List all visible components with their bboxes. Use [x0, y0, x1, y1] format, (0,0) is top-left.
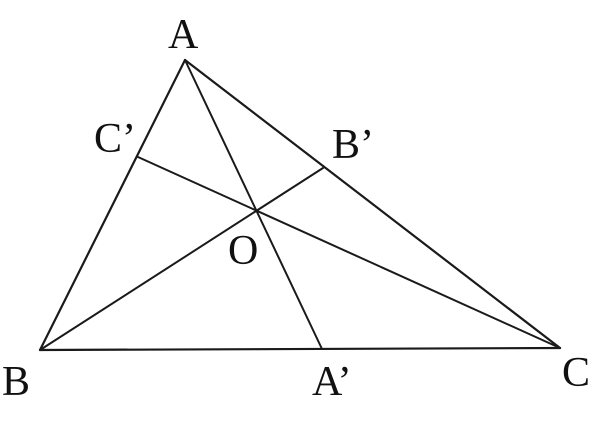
label-a: A [168, 12, 199, 58]
side-ab [38, 58, 187, 352]
side-ca [183, 58, 562, 350]
cevian-c-to-c-prime [137, 156, 561, 349]
label-b-prime: B’ [332, 122, 374, 168]
label-o: O [228, 228, 258, 274]
side-bc [38, 346, 562, 352]
cevian-a-to-a-prime [184, 59, 323, 350]
cevian-b-to-b-prime [39, 167, 324, 351]
label-c: C [562, 350, 590, 396]
label-a-prime: A’ [312, 359, 352, 405]
label-c-prime: C’ [94, 116, 136, 162]
label-b: B [2, 359, 30, 405]
